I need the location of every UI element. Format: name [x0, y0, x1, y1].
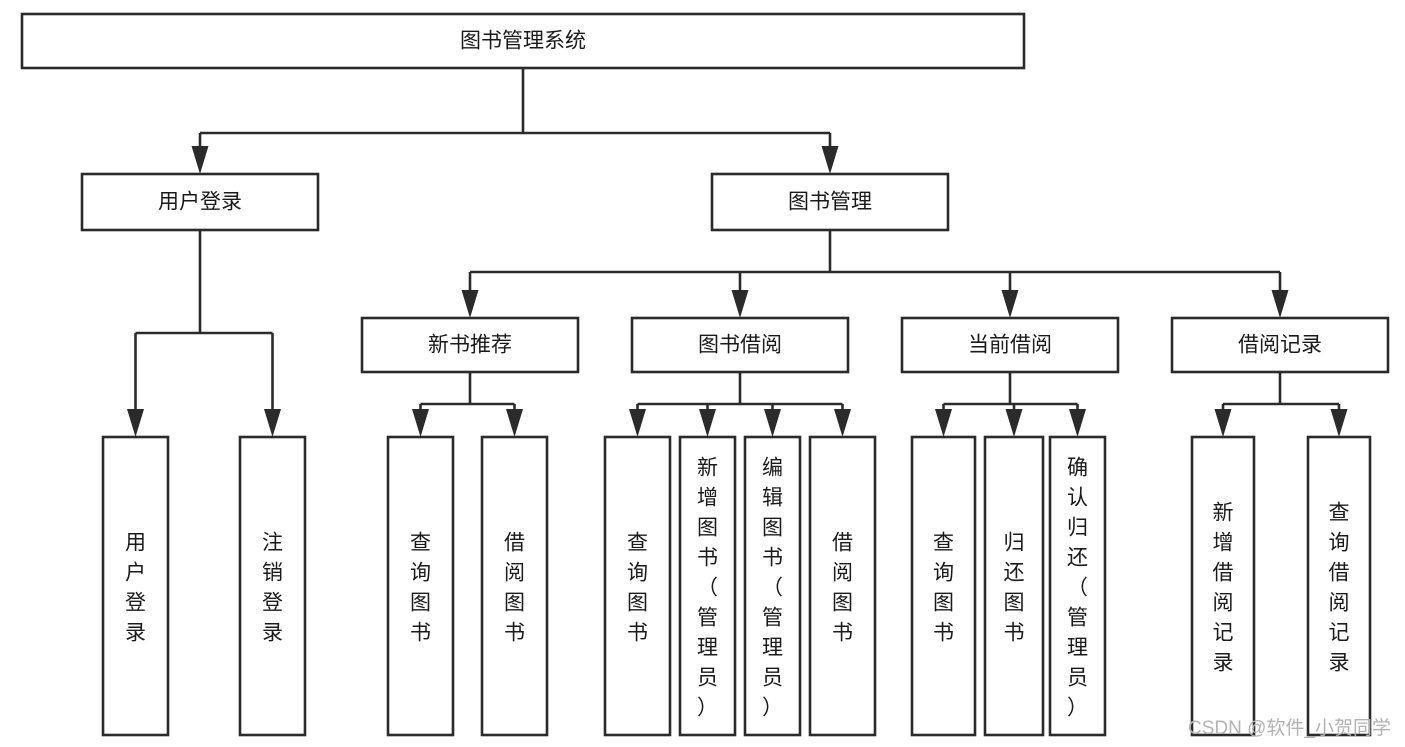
node-label-book-borrow: 图书借阅	[698, 334, 782, 357]
node-leaf-add-book-admin[interactable]: 新增图书（管理员）	[678, 435, 737, 737]
node-label-leaf-query-book-current: 查询图书	[933, 531, 954, 644]
node-leaf-query-borrow-record[interactable]: 查询借阅记录	[1306, 435, 1372, 737]
connector-layer	[127, 68, 1348, 437]
node-leaf-user-login[interactable]: 用户登录	[101, 435, 170, 737]
connector-group-current-borrow	[935, 372, 1086, 437]
node-box-borrow-record[interactable]	[1170, 316, 1390, 374]
node-label-leaf-edit-book-admin: 编辑图书（管理员）	[762, 456, 783, 719]
node-box-leaf-query-book-recommend[interactable]	[386, 435, 455, 737]
node-box-leaf-add-book-admin[interactable]	[678, 435, 737, 737]
node-box-root[interactable]	[20, 12, 1026, 70]
node-label-leaf-confirm-return-admin: 确认归还（管理员）	[1067, 456, 1088, 719]
node-leaf-query-book-current[interactable]: 查询图书	[910, 435, 977, 737]
node-label-borrow-record: 借阅记录	[1238, 334, 1322, 357]
node-user-login[interactable]: 用户登录	[80, 172, 320, 232]
connector-group-book-borrow	[629, 372, 851, 437]
node-box-leaf-user-login[interactable]	[101, 435, 170, 737]
node-box-leaf-query-book-current[interactable]	[910, 435, 977, 737]
node-leaf-query-book-recommend[interactable]: 查询图书	[386, 435, 455, 737]
node-label-leaf-borrow-book-recommend: 借阅图书	[504, 531, 525, 644]
node-box-leaf-query-borrow-record[interactable]	[1306, 435, 1372, 737]
node-current-borrow[interactable]: 当前借阅	[900, 316, 1120, 374]
node-leaf-user-logout[interactable]: 注销登录	[238, 435, 307, 737]
node-label-book-manage: 图书管理	[788, 191, 872, 214]
connector-group-borrow-record	[1214, 372, 1348, 437]
node-new-book-recommend[interactable]: 新书推荐	[360, 316, 580, 374]
node-label-leaf-user-logout: 注销登录	[262, 531, 283, 644]
node-label-leaf-return-book: 归还图书	[1004, 531, 1025, 644]
node-box-leaf-return-book[interactable]	[983, 435, 1045, 737]
node-root[interactable]: 图书管理系统	[20, 12, 1026, 70]
node-label-new-book-recommend: 新书推荐	[428, 334, 512, 357]
connector-group-user-login	[127, 230, 281, 437]
node-leaf-borrow-book-recommend[interactable]: 借阅图书	[480, 435, 549, 737]
node-label-user-login: 用户登录	[158, 191, 242, 214]
connector-group-new-book-recommend	[412, 372, 523, 437]
node-leaf-borrow-book[interactable]: 借阅图书	[808, 435, 877, 737]
node-leaf-query-book-borrow[interactable]: 查询图书	[603, 435, 672, 737]
node-label-leaf-add-book-admin: 新增图书（管理员）	[697, 456, 718, 719]
node-box-leaf-user-logout[interactable]	[238, 435, 307, 737]
node-box-book-borrow[interactable]	[630, 316, 850, 374]
node-leaf-confirm-return-admin[interactable]: 确认归还（管理员）	[1048, 435, 1107, 737]
node-box-user-login[interactable]	[80, 172, 320, 232]
node-box-leaf-confirm-return-admin[interactable]	[1048, 435, 1107, 737]
node-leaf-add-borrow-record[interactable]: 新增借阅记录	[1190, 435, 1256, 737]
node-label-leaf-query-book-recommend: 查询图书	[410, 531, 431, 644]
node-box-new-book-recommend[interactable]	[360, 316, 580, 374]
node-label-leaf-query-book-borrow: 查询图书	[627, 531, 648, 644]
node-book-manage[interactable]: 图书管理	[710, 172, 950, 232]
node-borrow-record[interactable]: 借阅记录	[1170, 316, 1390, 374]
node-box-leaf-edit-book-admin[interactable]	[743, 435, 802, 737]
connector-group-root	[191, 68, 839, 174]
node-label-current-borrow: 当前借阅	[968, 334, 1052, 357]
node-box-leaf-borrow-book-recommend[interactable]	[480, 435, 549, 737]
node-box-leaf-query-book-borrow[interactable]	[603, 435, 672, 737]
node-book-borrow[interactable]: 图书借阅	[630, 316, 850, 374]
node-leaf-return-book[interactable]: 归还图书	[983, 435, 1045, 737]
node-label-leaf-add-borrow-record: 新增借阅记录	[1213, 501, 1234, 674]
node-box-current-borrow[interactable]	[900, 316, 1120, 374]
node-leaf-edit-book-admin[interactable]: 编辑图书（管理员）	[743, 435, 802, 737]
node-box-book-manage[interactable]	[710, 172, 950, 232]
node-label-leaf-borrow-book: 借阅图书	[832, 531, 853, 644]
node-box-leaf-borrow-book[interactable]	[808, 435, 877, 737]
connector-group-book-manage	[461, 230, 1289, 318]
node-layer: 图书管理系统用户登录图书管理新书推荐图书借阅当前借阅借阅记录用户登录注销登录查询…	[20, 12, 1390, 737]
node-label-leaf-user-login: 用户登录	[125, 531, 146, 644]
node-label-leaf-query-borrow-record: 查询借阅记录	[1329, 501, 1350, 674]
node-box-leaf-add-borrow-record[interactable]	[1190, 435, 1256, 737]
node-label-root: 图书管理系统	[460, 30, 586, 53]
